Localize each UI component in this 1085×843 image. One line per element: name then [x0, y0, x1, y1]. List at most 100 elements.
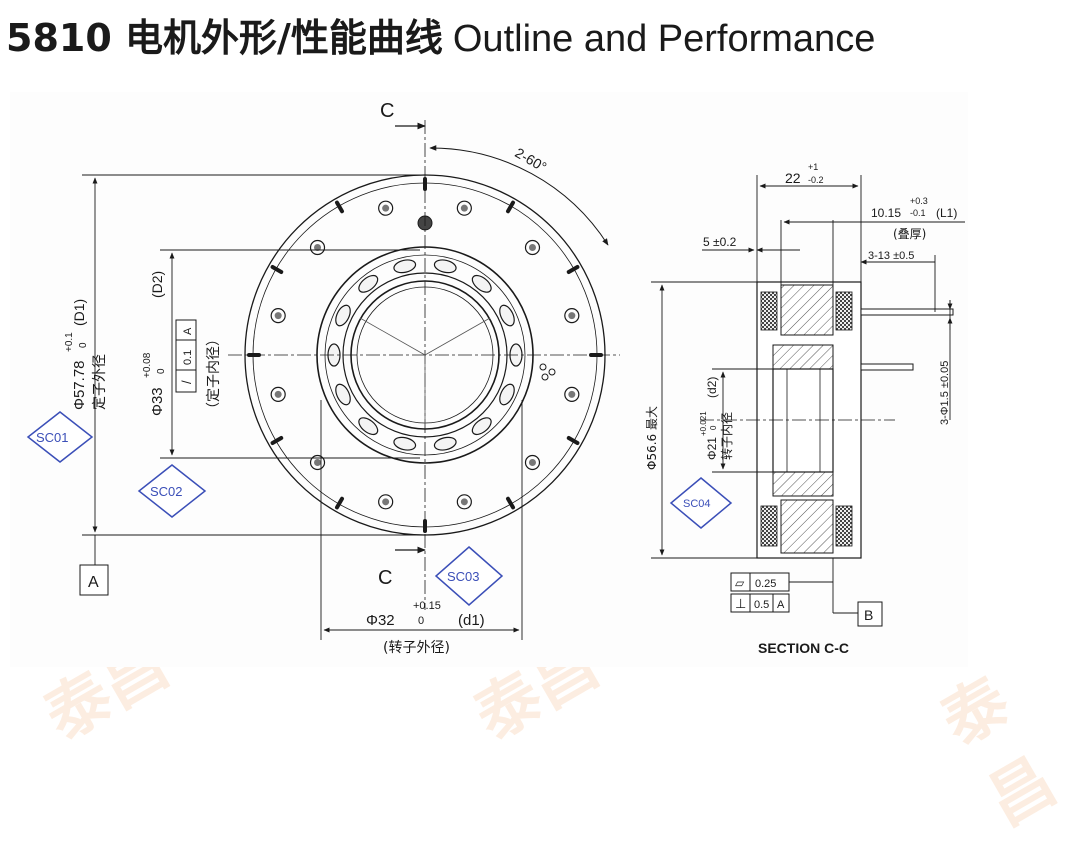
d2-cn: （定子内径）: [206, 332, 222, 416]
d2-value: Φ33: [149, 387, 166, 416]
dim-pin: 3-Φ1.5 ±0.05: [939, 361, 951, 425]
dim-d21: Φ21: [705, 437, 719, 460]
dim-22: 22: [785, 170, 801, 186]
rotor-slot: [358, 417, 379, 436]
geometry-tolerance-frames: [730, 572, 833, 613]
section-arrows: [395, 122, 426, 554]
badge-sc03: SC03: [434, 546, 504, 606]
rotor-slot: [335, 304, 351, 327]
center-lines: [228, 120, 620, 610]
mounting-hole: [524, 454, 541, 471]
dim-d21-upper: +0.021: [699, 411, 708, 436]
mounting-hole: [378, 494, 394, 510]
small-hole: [539, 363, 547, 371]
d2-tag: (D2): [149, 271, 165, 298]
d1-tol-upper: +0.1: [64, 332, 75, 352]
d32-cn: (转子外径): [383, 640, 450, 656]
edge-notch: [270, 265, 284, 274]
dim-d21-lower: 0: [709, 425, 718, 430]
angle-arc: [429, 145, 609, 246]
rotor-slot: [499, 304, 515, 327]
dim-d21-cn: 转子内径: [719, 412, 734, 460]
d32-tol-upper: +0.15: [413, 600, 441, 612]
edge-notch: [506, 200, 515, 214]
technical-drawing: C C 2-60° Φ57.78 +0.1 0 (D1) 定子外径 A Φ33 …: [26, 100, 965, 656]
rotor-slot: [393, 436, 417, 451]
d1-tol-lower: 0: [78, 342, 89, 348]
d32-tag: (d1): [458, 612, 485, 629]
datum-a-label: A: [88, 574, 99, 591]
d2-tol-lower: 0: [156, 368, 167, 374]
rotor-slot: [433, 436, 457, 451]
dim-22-upper: +1: [808, 162, 818, 172]
d1-cn: 定子外径: [92, 354, 108, 410]
mounting-hole: [564, 386, 580, 402]
section-mark-top: C: [380, 100, 394, 122]
badge-sc01-label: SC01: [36, 430, 69, 445]
d32-value: Φ32: [366, 612, 395, 629]
small-hole: [541, 373, 549, 381]
small-hole: [548, 368, 556, 376]
runout-symbol: /: [179, 380, 194, 384]
datum-a-box: [79, 564, 109, 596]
badge-sc03-label: SC03: [447, 569, 480, 584]
perp-value: 0.5: [754, 599, 769, 611]
mounting-hole: [378, 200, 394, 216]
section-dimensions: [651, 175, 965, 614]
d32-dimension: [320, 400, 523, 640]
dim-1015-cn: (叠厚): [893, 227, 926, 241]
mounting-hole: [456, 494, 472, 510]
dim-d21-tag: (d2): [705, 377, 719, 398]
dim-22-lower: -0.2: [808, 175, 824, 185]
angle-label: 2-60°: [512, 144, 549, 175]
badge-sc02-label: SC02: [150, 484, 183, 499]
section-mark-bottom: C: [378, 567, 392, 589]
rotor-slot: [335, 383, 351, 406]
dim-d566: Φ56.6 最大: [645, 406, 659, 470]
d2-tol-upper: +0.08: [142, 352, 153, 378]
perp-symbol: ⊥: [735, 596, 746, 611]
perp-datum: A: [777, 599, 785, 611]
rotor-slot: [471, 274, 492, 293]
datum-b-label: B: [864, 607, 873, 623]
dim-5: 5 ±0.2: [703, 235, 737, 249]
title-light: Outline and Performance: [452, 18, 876, 60]
section-title: SECTION C-C: [758, 640, 849, 656]
runout-value: 0.1: [182, 350, 194, 365]
rotor-slot: [499, 383, 515, 406]
dim-1015-tag: (L1): [936, 206, 957, 220]
mounting-hole: [309, 454, 326, 471]
rotor-slot: [358, 274, 379, 293]
d32-tol-lower: 0: [418, 615, 424, 627]
edge-notch: [270, 436, 284, 445]
dim-1015-lower: -0.1: [910, 208, 926, 218]
mounting-hole: [564, 308, 580, 324]
dim-1015: 10.15: [871, 206, 901, 220]
flat-symbol: ▱: [735, 576, 745, 590]
rotor-slot: [433, 259, 457, 274]
mounting-hole: [270, 308, 286, 324]
runout-frame: / 0.1 A: [175, 319, 197, 393]
flat-value: 0.25: [755, 578, 776, 590]
edge-notch: [566, 436, 580, 445]
badge-sc04: SC04: [669, 477, 733, 529]
rotor-slot: [393, 259, 417, 274]
edge-notch: [335, 496, 344, 510]
d2-dimension: [160, 249, 420, 459]
d1-dimension: [82, 174, 420, 565]
rotor-slot: [471, 417, 492, 436]
edge-notch: [506, 496, 515, 510]
title-bold: 5810 电机外形/性能曲线: [6, 16, 443, 60]
d1-value: Φ57.78: [71, 360, 88, 410]
front-features: [247, 177, 603, 533]
mounting-hole: [270, 386, 286, 402]
datum-b-box: [857, 601, 883, 627]
dim-313: 3-13 ±0.5: [868, 250, 914, 262]
dim-1015-upper: +0.3: [910, 196, 928, 206]
d1-tag: (D1): [71, 299, 87, 326]
badge-sc04-label: SC04: [683, 498, 711, 510]
badge-sc01: SC01: [26, 411, 94, 463]
edge-notch: [566, 265, 580, 274]
edge-notch: [335, 200, 344, 214]
